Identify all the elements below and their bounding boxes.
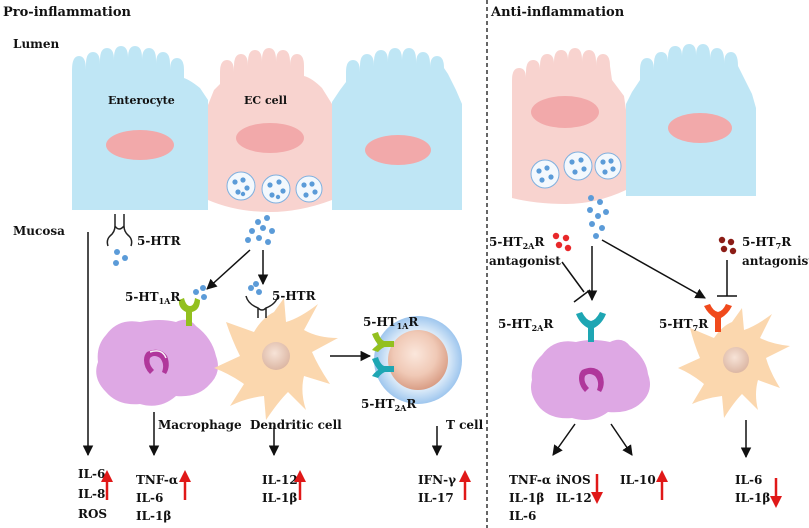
lumen-label: Lumen: [13, 37, 59, 51]
ht2a-antagonist-label-line2: antagonist: [489, 254, 561, 268]
down-arrow-anti-dc: [770, 478, 782, 508]
htr-receptor-enterocyte: [106, 214, 133, 266]
anti-macrophage-cell: [531, 339, 650, 420]
ht7-antagonist-label: 5-HT7R: [742, 235, 792, 251]
ht1a-receptor-tcell: [372, 332, 394, 352]
ec-cell: EC cell: [208, 48, 332, 212]
output-anti-dc: IL-6 IL-1β: [735, 473, 770, 505]
svg-text:IL-12: IL-12: [556, 491, 592, 505]
anti-ec-cell: [512, 48, 626, 204]
up-arrow-tcell: [459, 470, 471, 500]
released-serotonin: [245, 215, 275, 245]
arrows-anti: [591, 470, 782, 508]
svg-text:IL-1β: IL-1β: [136, 509, 171, 523]
mucosa-label: Mucosa: [13, 224, 65, 238]
pro-inflammation-header: Pro-inflammation: [3, 5, 132, 20]
ht7-antagonist-label-line2: antagonist: [742, 254, 809, 268]
ht2a-label-tcell: 5-HT2AR: [361, 397, 417, 413]
up-arrow-dendritic: [294, 470, 306, 500]
anti-inflammation-header: Anti-inflammation: [490, 5, 625, 20]
ht1a-label-macrophage: 5-HT1AR: [125, 290, 181, 306]
svg-text:IL-8: IL-8: [78, 487, 105, 501]
svg-text:TNF-α: TNF-α: [509, 473, 551, 487]
macrophage-cell: [96, 319, 218, 406]
ht2a-label-anti: 5-HT2AR: [498, 317, 554, 333]
arrow-anti-mac-left: [552, 423, 576, 456]
output-anti-mac-mid: iNOS IL-12: [556, 473, 592, 505]
ht2a-antagonist-label: 5-HT2AR: [489, 235, 545, 251]
inhibition-ht2a: [561, 261, 591, 303]
svg-text:iNOS: iNOS: [556, 473, 591, 487]
svg-text:IL-17: IL-17: [418, 491, 454, 505]
htr-label-enterocyte: 5-HTR: [137, 234, 182, 248]
ht1a-label-tcell: 5-HT1AR: [363, 315, 419, 331]
svg-text:IL-6: IL-6: [78, 467, 105, 481]
output-anti-mac-right: IL-10: [620, 473, 656, 487]
output-enterocyte: IL-6 IL-8 ROS: [78, 467, 107, 521]
ht7-receptor-anti: [704, 304, 732, 332]
arrow-anti-mac-right: [610, 423, 633, 456]
svg-text:IL-10: IL-10: [620, 473, 656, 487]
ht1a-receptor-macrophage: [178, 285, 207, 326]
t-cell: [374, 316, 462, 404]
anti-enterocyte-cell: [626, 44, 756, 196]
down-arrow-anti-mac-mid: [591, 474, 603, 504]
up-arrow-macrophage: [179, 470, 191, 500]
svg-text:IL-1β: IL-1β: [735, 491, 770, 505]
svg-text:IL-1β: IL-1β: [509, 491, 544, 505]
htr-receptor-dendritic: [245, 281, 279, 318]
t-cell-label: T cell: [446, 418, 484, 432]
enterocyte-nucleus: [106, 130, 174, 160]
up-arrow-anti-mac-right: [656, 470, 668, 500]
macrophage-label: Macrophage: [158, 418, 242, 432]
ec-cell-nucleus: [236, 123, 304, 153]
anti-released-serotonin: [587, 195, 609, 239]
svg-text:IFN-γ: IFN-γ: [418, 473, 456, 487]
enterocyte-cell: Enterocyte: [72, 46, 208, 210]
up-arrow-enterocyte: [101, 470, 113, 500]
output-macrophage: TNF-α IL-6 IL-1β: [136, 473, 178, 523]
arrow-to-macrophage: [206, 249, 251, 290]
svg-text:IL-6: IL-6: [735, 473, 762, 487]
enterocyte-right-nucleus: [365, 135, 431, 165]
inhibition-ht7: [717, 260, 737, 297]
svg-text:TNF-α: TNF-α: [136, 473, 178, 487]
ht7-antagonist-molecules: [718, 236, 737, 255]
svg-text:IL-6: IL-6: [136, 491, 163, 505]
ht2a-antagonist-molecules: [552, 232, 572, 252]
serotonin-vesicles: [226, 171, 323, 204]
dendritic-cell-label: Dendritic cell: [250, 418, 342, 432]
anti-dendritic-cell: [678, 308, 790, 418]
ht2a-receptor-anti: [576, 312, 606, 342]
arrow-to-anti-dendritic: [601, 239, 706, 299]
enterocyte-label: Enterocyte: [108, 94, 175, 107]
dendritic-cell: [214, 298, 338, 420]
anti-serotonin-vesicles: [530, 151, 622, 189]
ec-cell-label: EC cell: [244, 94, 287, 107]
svg-text:ROS: ROS: [78, 507, 107, 521]
output-dendritic: IL-12 IL-1β: [262, 473, 298, 505]
output-anti-mac-left: TNF-α IL-1β IL-6: [509, 473, 551, 523]
up-arrows-pro: [101, 470, 471, 500]
svg-text:IL-12: IL-12: [262, 473, 298, 487]
output-tcell: IFN-γ IL-17: [418, 473, 456, 505]
htr-label-dendritic: 5-HTR: [272, 289, 317, 303]
ht2a-receptor-tcell: [372, 357, 394, 378]
svg-text:IL-1β: IL-1β: [262, 491, 297, 505]
enterocyte-cell-right: [332, 48, 462, 210]
ht7-label-anti: 5-HT7R: [659, 317, 709, 333]
svg-text:IL-6: IL-6: [509, 509, 536, 523]
